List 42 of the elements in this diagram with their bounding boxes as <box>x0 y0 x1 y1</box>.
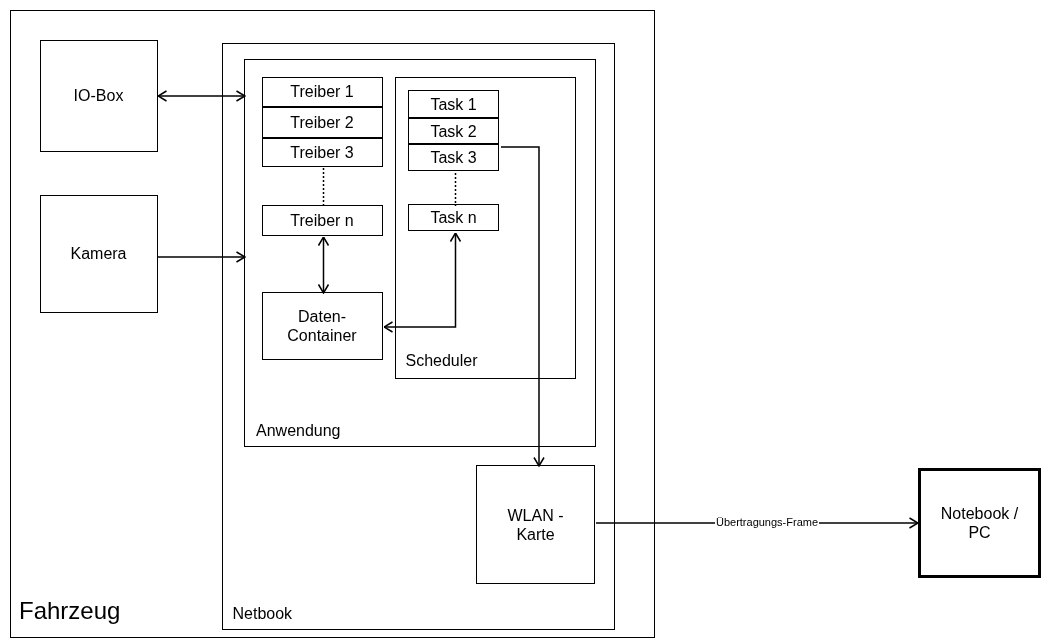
netbook-frame <box>221 42 615 630</box>
wlan-card-box <box>476 465 595 584</box>
data-container-box <box>261 291 383 360</box>
notebook-box <box>918 468 1041 578</box>
edge-label: Übertragungs-Frame <box>714 516 820 529</box>
io-box <box>39 39 158 152</box>
driver-box <box>261 106 383 138</box>
application-frame <box>244 59 596 447</box>
camera-box <box>39 194 158 313</box>
node-label: Kamera <box>70 244 127 263</box>
node-label: WLAN - Karte <box>506 505 565 544</box>
dotted-connector <box>454 172 457 207</box>
arrow <box>500 146 545 467</box>
arrow <box>317 236 330 294</box>
node-label: Task 1 <box>430 94 477 114</box>
task-box <box>408 144 499 171</box>
node-label: Task n <box>430 208 477 227</box>
arrow <box>157 90 246 102</box>
node-label: IO-Box <box>73 86 124 105</box>
node-label: Treiber 3 <box>290 142 354 162</box>
node-label: Treiber 2 <box>290 112 354 132</box>
node-label: Notebook / PC <box>939 504 1020 542</box>
driver-box <box>261 204 383 236</box>
scheduler-frame <box>394 76 576 379</box>
task-box <box>408 204 499 231</box>
arrow <box>157 251 246 263</box>
node-label: Scheduler <box>405 350 478 370</box>
task-box <box>408 118 499 144</box>
arrow <box>383 232 462 333</box>
node-label: Netbook <box>232 603 293 623</box>
node-label: Treiber 1 <box>290 82 354 101</box>
node-label: Task 2 <box>430 121 477 141</box>
node-label: Daten- Container <box>286 306 358 345</box>
task-box <box>408 90 499 118</box>
dotted-connector <box>322 167 325 207</box>
driver-box <box>261 137 383 167</box>
node-label: Anwendung <box>256 421 341 440</box>
vehicle-frame <box>10 10 655 638</box>
node-label: Treiber n <box>290 210 354 230</box>
node-label: Fahrzeug <box>19 597 121 625</box>
driver-box <box>261 76 383 107</box>
node-label: Task 3 <box>430 148 477 167</box>
